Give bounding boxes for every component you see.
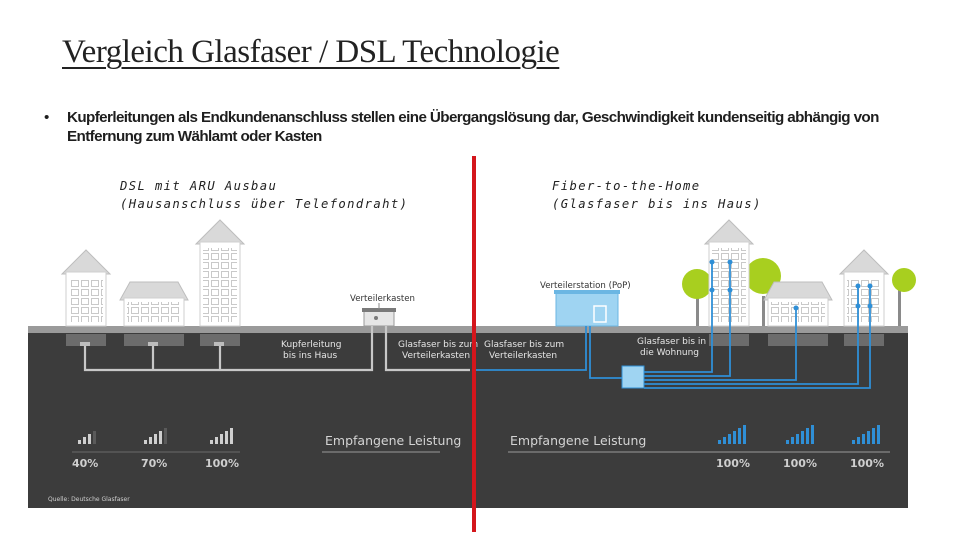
bullet-dot: • [44, 109, 49, 126]
fiber-home-label-2: die Wohnung [640, 348, 699, 358]
red-divider-line [472, 156, 476, 532]
legend-left: Empfangene Leistung [325, 433, 461, 448]
legend-right: Empfangene Leistung [510, 433, 646, 448]
fiber-to-box-left [384, 326, 470, 372]
fiber-home-label-1: Glasfaser bis in [637, 337, 706, 347]
fiber-right-label-2: Verteilerkasten [489, 351, 557, 361]
fiber-right-label-1: Glasfaser bis zum [484, 340, 564, 350]
house-right-1 [703, 219, 755, 346]
copper-label-2: bis ins Haus [283, 351, 338, 361]
copper-lines [83, 326, 374, 372]
percent-right-1: 100% [716, 457, 750, 470]
house-left-2 [119, 281, 189, 346]
dsl-heading-line2: (Hausanschluss über Telefondraht) [120, 197, 409, 211]
percent-right-3: 100% [850, 457, 884, 470]
dsl-heading-line1: DSL mit ARU Ausbau [120, 179, 278, 193]
fiber-lines-right [476, 262, 871, 389]
slide-title: Vergleich Glasfaser / DSL Technologie [62, 34, 560, 70]
house-right-2 [763, 281, 833, 346]
percent-left-3: 100% [205, 457, 239, 470]
distribution-box [362, 308, 396, 327]
dsl-heading: DSL mit ARU Ausbau (Hausanschluss über T… [120, 177, 408, 213]
fiber-home-dots [709, 259, 873, 311]
ftth-heading-line1: Fiber-to-the-Home [552, 179, 701, 193]
fiber-left-label-2: Verteilerkasten [402, 351, 470, 361]
fiber-left-label-1: Glasfaser bis zum [398, 340, 478, 350]
house-left-3 [194, 219, 246, 346]
bullet-text: Kupferleitungen als Endkundenanschluss s… [67, 109, 879, 145]
signal-icon-left-1 [78, 431, 96, 444]
ftth-heading-line2: (Glasfaser bis ins Haus) [552, 197, 762, 211]
percent-left-2: 70% [141, 457, 167, 470]
copper-label-1: Kupferleitung [281, 340, 341, 350]
source-note: Quelle: Deutsche Glasfaser [48, 496, 130, 503]
tree-1 [682, 269, 712, 326]
house-right-3 [838, 249, 890, 346]
ground [28, 333, 908, 508]
signal-icon-left-3 [210, 428, 233, 444]
distribution-box-label: Verteilerkasten [350, 294, 415, 304]
signal-icon-right-1 [718, 425, 746, 444]
pop-station-label: Verteilerstation (PoP) [540, 281, 631, 291]
ftth-heading: Fiber-to-the-Home (Glasfaser bis ins Hau… [552, 177, 762, 213]
fiber-distribution-box [621, 365, 645, 389]
signal-icon-right-2 [786, 425, 814, 444]
signal-icon-right-3 [852, 425, 880, 444]
bullet-point: • Kupferleitungen als Endkundenanschluss… [44, 108, 924, 146]
percent-left-1: 40% [72, 457, 98, 470]
tree-3 [892, 268, 916, 326]
ground-surface [28, 326, 908, 334]
percent-right-2: 100% [783, 457, 817, 470]
signal-icon-left-2 [144, 428, 167, 444]
pop-station [554, 290, 620, 327]
house-left-1 [60, 249, 112, 346]
